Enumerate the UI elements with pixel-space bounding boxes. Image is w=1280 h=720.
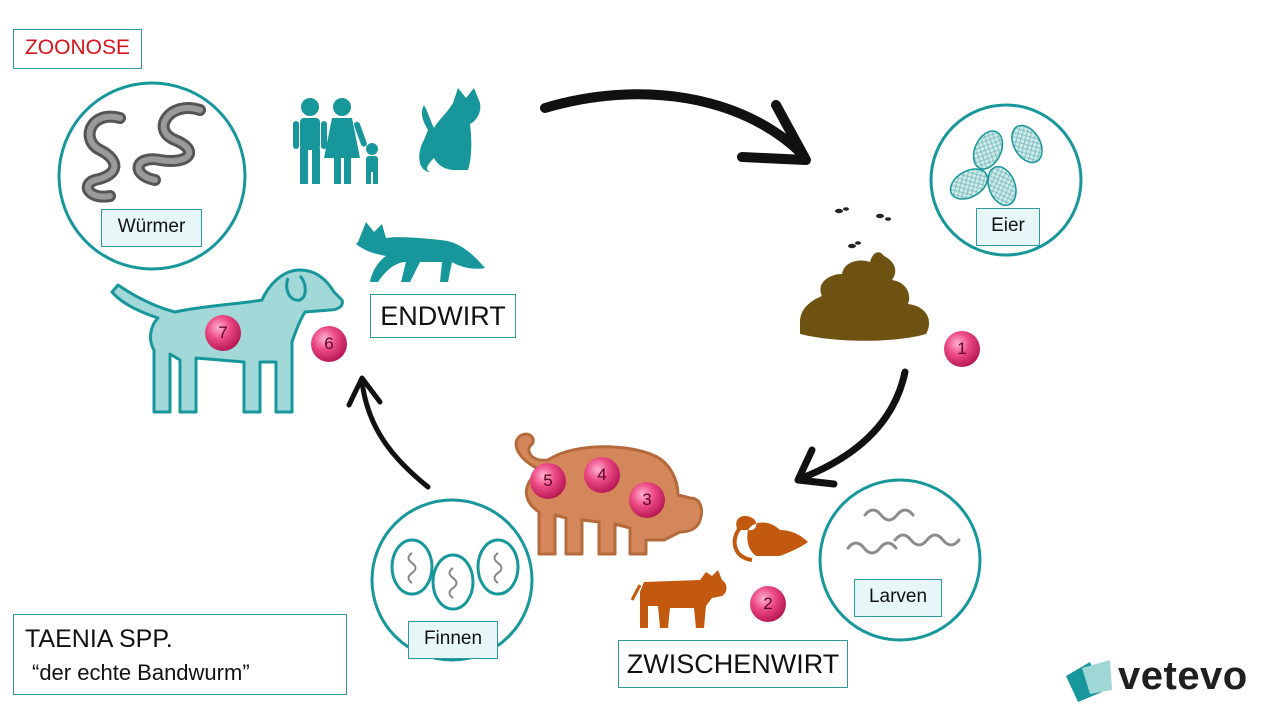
eggs-icon <box>949 124 1043 207</box>
step-marker-5: 5 <box>529 462 567 500</box>
worms-icon <box>81 102 206 203</box>
eggs-label: Eier <box>976 208 1040 246</box>
arrow-to-definitive <box>346 375 431 490</box>
step-marker-4: 4 <box>583 456 621 494</box>
arrow-feces <box>540 89 811 165</box>
cow-icon <box>630 570 727 628</box>
brand-name: vetevo <box>1118 654 1248 698</box>
step-marker-7: 7 <box>204 314 242 352</box>
vetevo-logo-icon <box>1066 660 1112 702</box>
title-box: TAENIA SPP. “der echte Bandwurm” <box>13 614 347 695</box>
step-marker-6: 6 <box>310 325 348 363</box>
step-number: 7 <box>218 323 228 342</box>
family-icon <box>293 98 378 184</box>
subtitle-text: “der echte Bandwurm” <box>32 660 250 685</box>
step-number: 2 <box>763 594 773 613</box>
cysts-label: Finnen <box>408 621 498 659</box>
intermediate-host-label: ZWISCHENWIRT <box>618 640 848 688</box>
fox-icon <box>356 222 485 282</box>
cat-icon <box>419 88 481 172</box>
worms-label: Würmer <box>101 209 202 247</box>
step-marker-1: 1 <box>943 330 981 368</box>
flies-icon <box>835 207 891 249</box>
cysts-icon <box>390 538 520 611</box>
step-number: 1 <box>957 339 967 358</box>
pig-icon <box>514 432 704 556</box>
definitive-host-label: ENDWIRT <box>370 294 516 338</box>
larvae-label: Larven <box>854 579 942 617</box>
arrow-to-intermediate <box>794 368 909 488</box>
step-number: 6 <box>324 334 334 353</box>
step-marker-3: 3 <box>628 481 666 519</box>
step-number: 4 <box>597 465 607 484</box>
step-marker-2: 2 <box>749 585 787 623</box>
step-number: 5 <box>543 471 553 490</box>
title-text: TAENIA SPP. <box>25 625 173 653</box>
rat-icon <box>732 515 808 562</box>
feces-icon <box>800 252 930 341</box>
step-number: 3 <box>642 490 652 509</box>
larvae-icon <box>846 508 961 555</box>
zoonose-tag: ZOONOSE <box>13 29 142 69</box>
